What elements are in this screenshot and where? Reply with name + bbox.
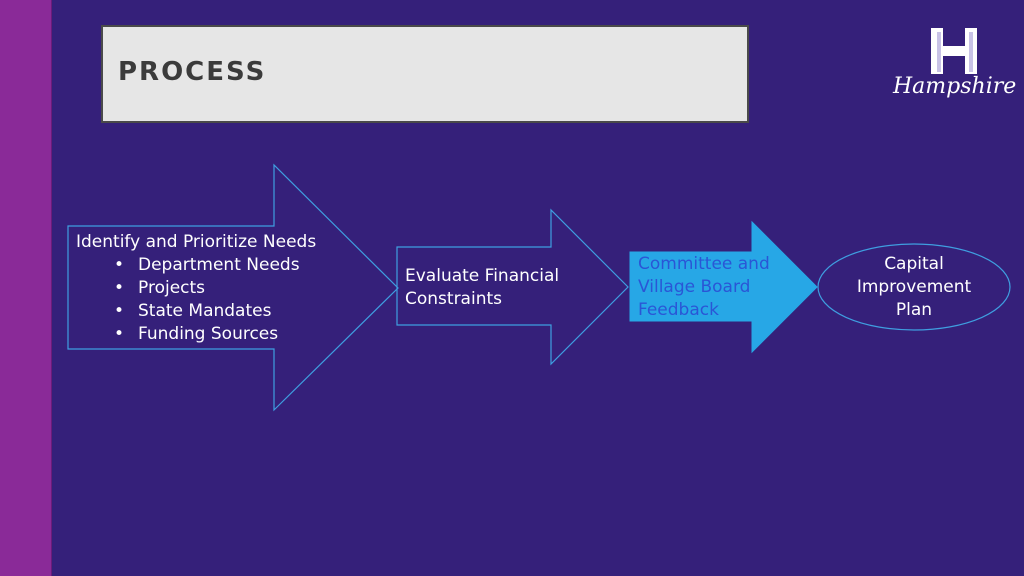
step-1-arrow (67, 163, 399, 412)
step-4-ellipse (817, 243, 1011, 331)
step-2-label: Evaluate Financial Constraints (405, 265, 559, 311)
title-box: PROCESS (101, 25, 749, 123)
step-3-line: Village Board (638, 277, 751, 297)
step-1-heading: Identify and Prioritize Needs (76, 232, 317, 252)
hampshire-logo: Hampshire (893, 24, 1017, 110)
side-accent-bar (0, 0, 52, 576)
logo-h-icon (931, 28, 977, 74)
step-4-line: Capital (884, 254, 944, 274)
step-4-label: Capital Improvement Plan (844, 253, 984, 322)
step-1-bullet: Funding Sources (114, 323, 300, 346)
step-4-line: Plan (895, 300, 933, 320)
page-title: PROCESS (118, 57, 267, 87)
step-2-arrow (396, 208, 629, 366)
step-3-label: Committee and Village Board Feedback (638, 253, 770, 322)
step-2-line: Constraints (405, 289, 502, 309)
step-3-line: Committee and (638, 254, 770, 274)
step-3-arrow (629, 220, 818, 354)
step-1-bullet: Projects (114, 277, 300, 300)
step-4-line: Improvement (856, 277, 972, 297)
step-1-bullet: State Mandates (114, 300, 300, 323)
logo-wordmark: Hampshire (893, 74, 1017, 99)
step-1-bullet: Department Needs (114, 254, 300, 277)
step-2-line: Evaluate Financial (405, 266, 560, 286)
step-1-bullet-list: Department Needs Projects State Mandates… (114, 254, 300, 346)
step-3-line: Feedback (638, 300, 719, 320)
